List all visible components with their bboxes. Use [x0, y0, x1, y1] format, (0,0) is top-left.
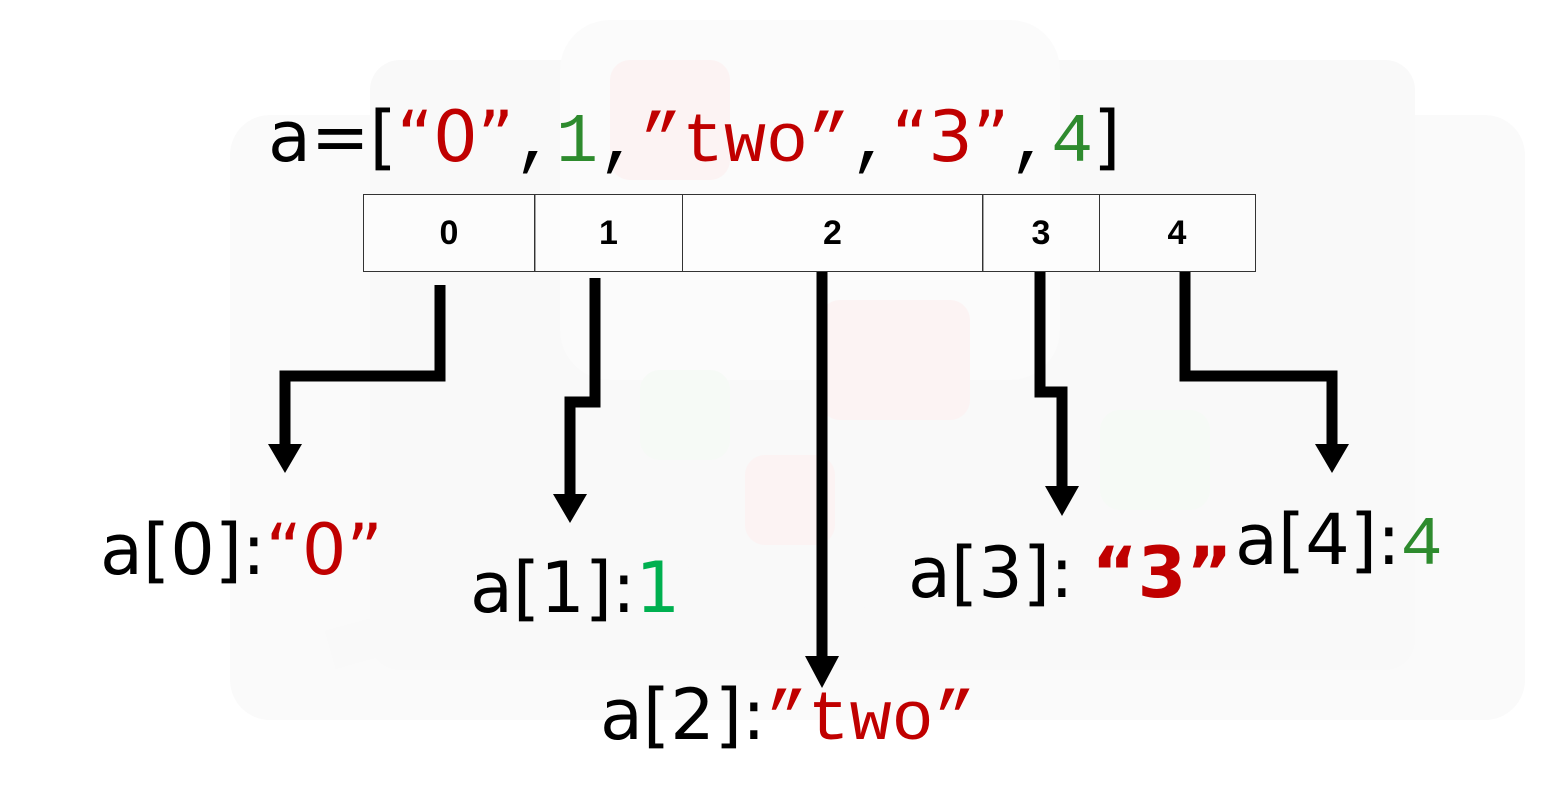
arrow-4	[1179, 272, 1338, 448]
label-a1: a[1]:1	[470, 553, 680, 623]
index-cell-0: 0	[362, 194, 536, 272]
label-name: a[3]:	[908, 532, 1074, 614]
list-prefix: a=[	[268, 96, 397, 178]
label-name: a[4]:	[1235, 499, 1401, 581]
arrowhead-2	[805, 656, 839, 688]
index-cell-1: 1	[534, 194, 683, 272]
list-element-1: 1	[555, 104, 598, 183]
label-a4: a[4]:4	[1235, 505, 1443, 582]
list-element-0: “0”	[396, 96, 514, 178]
label-a3: a[3]:“3”	[908, 538, 1232, 608]
label-value: ”two”	[765, 682, 976, 761]
arrowhead-4	[1315, 444, 1349, 473]
list-comma: ,	[513, 104, 556, 183]
label-value: 4	[1400, 507, 1443, 586]
list-element-4: 4	[1051, 104, 1094, 183]
list-suffix: ]	[1093, 96, 1121, 178]
arrowhead-1	[553, 494, 587, 523]
arrow-1	[564, 278, 601, 500]
label-name: a[2]:	[600, 674, 766, 756]
label-name: a[0]:	[100, 509, 266, 591]
index-cell-4: 4	[1098, 194, 1256, 272]
label-a2: a[2]:”two”	[600, 680, 976, 757]
list-element-2: ”two”	[639, 104, 851, 183]
index-table: 0 1 2 3 4	[362, 194, 1256, 272]
arrow-3	[1034, 272, 1068, 490]
list-comma: ,	[850, 104, 893, 183]
list-definition: a=[“0”,1,”two”,“3”,4]	[268, 102, 1120, 179]
list-comma: ,	[597, 104, 640, 183]
label-value: “0”	[265, 509, 383, 591]
arrowhead-0	[268, 444, 302, 473]
index-cell-3: 3	[982, 194, 1100, 272]
arrowhead-3	[1045, 486, 1079, 516]
label-value: 1	[635, 547, 681, 629]
label-value: “3”	[1091, 532, 1233, 614]
list-comma: ,	[1009, 104, 1052, 183]
list-element-3: “3”	[892, 96, 1010, 178]
label-a0: a[0]:“0”	[100, 515, 383, 585]
arrow-0	[279, 285, 446, 450]
label-name: a[1]:	[470, 547, 636, 629]
index-cell-2: 2	[681, 194, 984, 272]
